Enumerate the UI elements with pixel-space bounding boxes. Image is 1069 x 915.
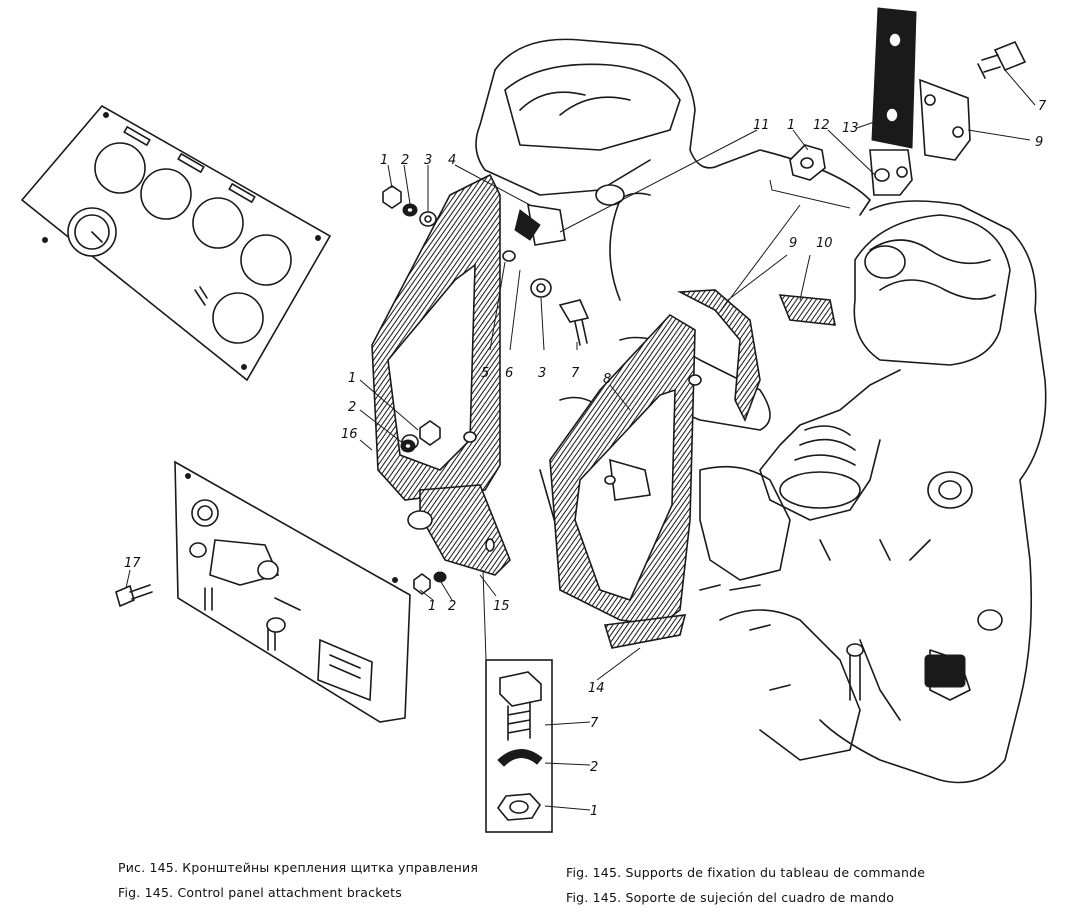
callout-6: 6	[505, 366, 513, 381]
callout-12: 12	[813, 118, 830, 133]
callout-7: 7	[590, 716, 599, 731]
switch-panel	[174, 460, 411, 723]
callout-16: 16	[341, 427, 358, 442]
left-bracket	[371, 173, 511, 576]
callout-3: 3	[424, 153, 432, 168]
callout-11: 11	[753, 118, 770, 133]
caption-russian: Рис. 145. Кронштейны крепления щитка упр…	[118, 860, 479, 875]
leader-lines	[125, 69, 1036, 811]
callout-15: 15	[493, 599, 510, 614]
callout-2: 2	[448, 599, 456, 614]
callout-7: 7	[1038, 99, 1047, 114]
callout-13: 13	[842, 121, 859, 136]
callout-14: 14	[588, 681, 605, 696]
callout-9: 9	[1035, 135, 1043, 150]
callout-1: 1	[380, 153, 388, 168]
caption-french: Fig. 145. Supports de fixation du tablea…	[566, 865, 926, 880]
callout-7: 7	[571, 366, 580, 381]
callout-1: 1	[428, 599, 436, 614]
callout-10: 10	[816, 236, 833, 251]
callout-4: 4	[448, 153, 456, 168]
caption-english: Fig. 145. Control panel attachment brack…	[118, 885, 402, 900]
callout-2: 2	[590, 760, 598, 775]
callout-17: 17	[124, 556, 141, 571]
engine-block	[475, 38, 1047, 784]
callout-9: 9	[789, 236, 797, 251]
callout-3: 3	[538, 366, 546, 381]
callout-5: 5	[481, 366, 489, 381]
fasteners	[115, 7, 1027, 608]
nut-1a	[382, 185, 402, 209]
instrument-panel	[20, 104, 332, 382]
exploded-view-drawing: 1 2 3 4 11 5 6 3 7 1 2 16 1 2 15 17 8 9 …	[20, 7, 1047, 833]
inset-detail	[485, 659, 553, 833]
callout-1: 1	[590, 804, 598, 819]
callout-1: 1	[348, 371, 356, 386]
callout-2: 2	[348, 400, 356, 415]
right-bracket	[549, 289, 836, 649]
caption-spanish: Fig. 145. Soporte de sujeción del cuadro…	[566, 890, 895, 905]
callout-1: 1	[787, 118, 795, 133]
callout-labels: 1 2 3 4 11 5 6 3 7 1 2 16 1 2 15 17 8 9 …	[124, 99, 1047, 819]
figure-captions: Рис. 145. Кронштейны крепления щитка упр…	[0, 852, 1069, 912]
callout-8: 8	[603, 372, 611, 387]
callout-2: 2	[401, 153, 409, 168]
